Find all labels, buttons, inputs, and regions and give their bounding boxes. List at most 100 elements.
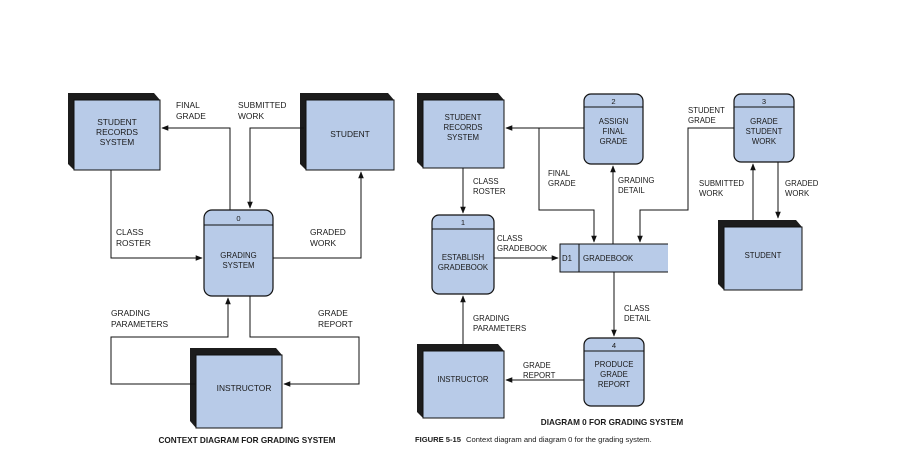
flow-label-submitted-work: WORK — [699, 189, 724, 198]
d0-process-4: 4 PRODUCE GRADE REPORT — [583, 337, 645, 407]
flow-grading-parameters — [110, 297, 231, 385]
d0-entity-student: STUDENT — [718, 220, 803, 291]
flow-label-grading-detail: GRADING — [618, 176, 654, 185]
process-number: 0 — [236, 214, 240, 223]
process-label: STUDENT — [746, 127, 783, 136]
ctx-flows — [110, 125, 364, 387]
datastore-id: D1 — [562, 254, 572, 263]
flow-label-final-grade: FINAL — [548, 169, 571, 178]
flow-label-graded-work: GRADED — [310, 227, 346, 237]
flow-label-student-grade: GRADE — [688, 116, 716, 125]
d0-entity-student-records: STUDENT RECORDS SYSTEM — [417, 93, 505, 169]
flow-label-class-detail: DETAIL — [624, 314, 651, 323]
ctx-entity-instructor: INSTRUCTOR — [190, 348, 283, 429]
flow-label-graded-work: WORK — [310, 238, 336, 248]
flow-label-class-detail: CLASS — [624, 304, 650, 313]
flow-label-final-grade: GRADE — [548, 179, 576, 188]
d0-flows — [460, 125, 781, 383]
process-box — [583, 337, 645, 407]
entity-label: SYSTEM — [100, 137, 134, 147]
flow-submitted-work — [247, 127, 304, 209]
diagram-0: STUDENT RECORDS SYSTEM STUDENT INSTRUCTO… — [417, 93, 819, 427]
d0-process-2: 2 ASSIGN FINAL GRADE — [583, 93, 644, 165]
figure-caption: FIGURE 5-15 Context diagram and diagram 0… — [415, 435, 652, 444]
diagram0-caption: DIAGRAM 0 FOR GRADING SYSTEM — [541, 418, 684, 427]
flow-label-grading-parameters: PARAMETERS — [473, 324, 526, 333]
process-label: GRADING — [220, 251, 256, 260]
datastore-name: GRADEBOOK — [583, 254, 634, 263]
flow-label-graded-work: GRADED — [785, 179, 819, 188]
flow-label-final-grade: GRADE — [176, 111, 206, 121]
context-diagram: STUDENT RECORDS SYSTEM STUDENT INSTRUCTO… — [68, 93, 395, 445]
entity-label: STUDENT — [745, 251, 782, 260]
flow-label-grade-report: GRADE — [318, 308, 348, 318]
process-number: 4 — [612, 341, 616, 350]
figure-description: Context diagram and diagram 0 for the gr… — [466, 435, 652, 444]
figure-label: FIGURE 5-15 — [415, 435, 462, 444]
flow-label-grade-report: REPORT — [318, 319, 353, 329]
entity-label: INSTRUCTOR — [217, 383, 272, 393]
entity-label: RECORDS — [96, 127, 138, 137]
process-box — [431, 214, 495, 295]
process-label: WORK — [752, 137, 777, 146]
process-number: 3 — [762, 97, 766, 106]
d0-datastore-gradebook: D1 GRADEBOOK — [559, 243, 668, 273]
process-label: ESTABLISH — [442, 253, 484, 262]
flow-graded-work — [273, 171, 364, 259]
flow-label-class-roster: ROSTER — [473, 187, 506, 196]
process-label: GRADE — [600, 370, 628, 379]
process-label: GRADE — [750, 117, 778, 126]
flow-label-class-roster: CLASS — [116, 227, 144, 237]
flow-label-grade-report: REPORT — [523, 371, 556, 380]
entity-label: INSTRUCTOR — [438, 375, 489, 384]
ctx-process-grading-system: 0 GRADING SYSTEM — [203, 209, 274, 297]
d0-entity-instructor: INSTRUCTOR — [417, 344, 505, 419]
flow-student-grade — [637, 127, 734, 243]
entity-box — [195, 354, 283, 429]
entity-box — [723, 226, 803, 291]
entity-label: SYSTEM — [447, 133, 479, 142]
flow-label-class-roster: CLASS — [473, 177, 499, 186]
entity-label: RECORDS — [444, 123, 483, 132]
flow-label-submitted-work: WORK — [238, 111, 264, 121]
flow-label-class-roster: ROSTER — [116, 238, 151, 248]
ctx-flow-labels: FINAL GRADE SUBMITTED WORK CLASS ROSTER … — [111, 100, 353, 329]
flow-final-grade — [538, 128, 597, 243]
d0-process-1: 1 ESTABLISH GRADEBOOK — [431, 214, 495, 295]
flow-label-class-gradebook: GRADEBOOK — [497, 244, 548, 253]
entity-label: STUDENT — [330, 129, 370, 139]
process-box — [583, 93, 644, 165]
process-label: GRADEBOOK — [438, 263, 489, 272]
process-label: GRADE — [600, 137, 628, 146]
flow-label-grading-parameters: GRADING — [473, 314, 509, 323]
flow-final-grade — [161, 125, 231, 210]
flow-label-grading-detail: DETAIL — [618, 186, 645, 195]
flow-class-roster — [110, 170, 203, 261]
figure-caption-text: FIGURE 5-15 Context diagram and diagram 0… — [415, 435, 652, 444]
flow-label-graded-work: WORK — [785, 189, 810, 198]
d0-process-3: 3 GRADE STUDENT WORK — [733, 93, 795, 163]
process-label: SYSTEM — [222, 261, 254, 270]
flow-label-final-grade: FINAL — [176, 100, 200, 110]
flow-label-grading-parameters: PARAMETERS — [111, 319, 168, 329]
process-label: ASSIGN — [599, 117, 628, 126]
flow-grade-report — [249, 296, 360, 387]
context-caption: CONTEXT DIAGRAM FOR GRADING SYSTEM — [159, 436, 336, 445]
entity-label: STUDENT — [445, 113, 482, 122]
entity-box — [422, 350, 505, 419]
datastore-fill — [560, 244, 668, 272]
process-box — [203, 209, 274, 297]
flow-label-grade-report: GRADE — [523, 361, 551, 370]
process-number: 1 — [461, 218, 465, 227]
flow-label-grading-parameters: GRADING — [111, 308, 150, 318]
ctx-entity-student: STUDENT — [300, 93, 395, 171]
entity-box — [305, 99, 395, 171]
process-number: 2 — [611, 97, 615, 106]
flow-label-student-grade: STUDENT — [688, 106, 725, 115]
flow-label-submitted-work: SUBMITTED — [699, 179, 744, 188]
flow-label-submitted-work: SUBMITTED — [238, 100, 286, 110]
ctx-entity-student-records: STUDENT RECORDS SYSTEM — [68, 93, 161, 171]
process-label: FINAL — [602, 127, 625, 136]
d0-flow-labels: CLASS ROSTER FINAL GRADE GRADING DETAIL … — [473, 106, 819, 380]
